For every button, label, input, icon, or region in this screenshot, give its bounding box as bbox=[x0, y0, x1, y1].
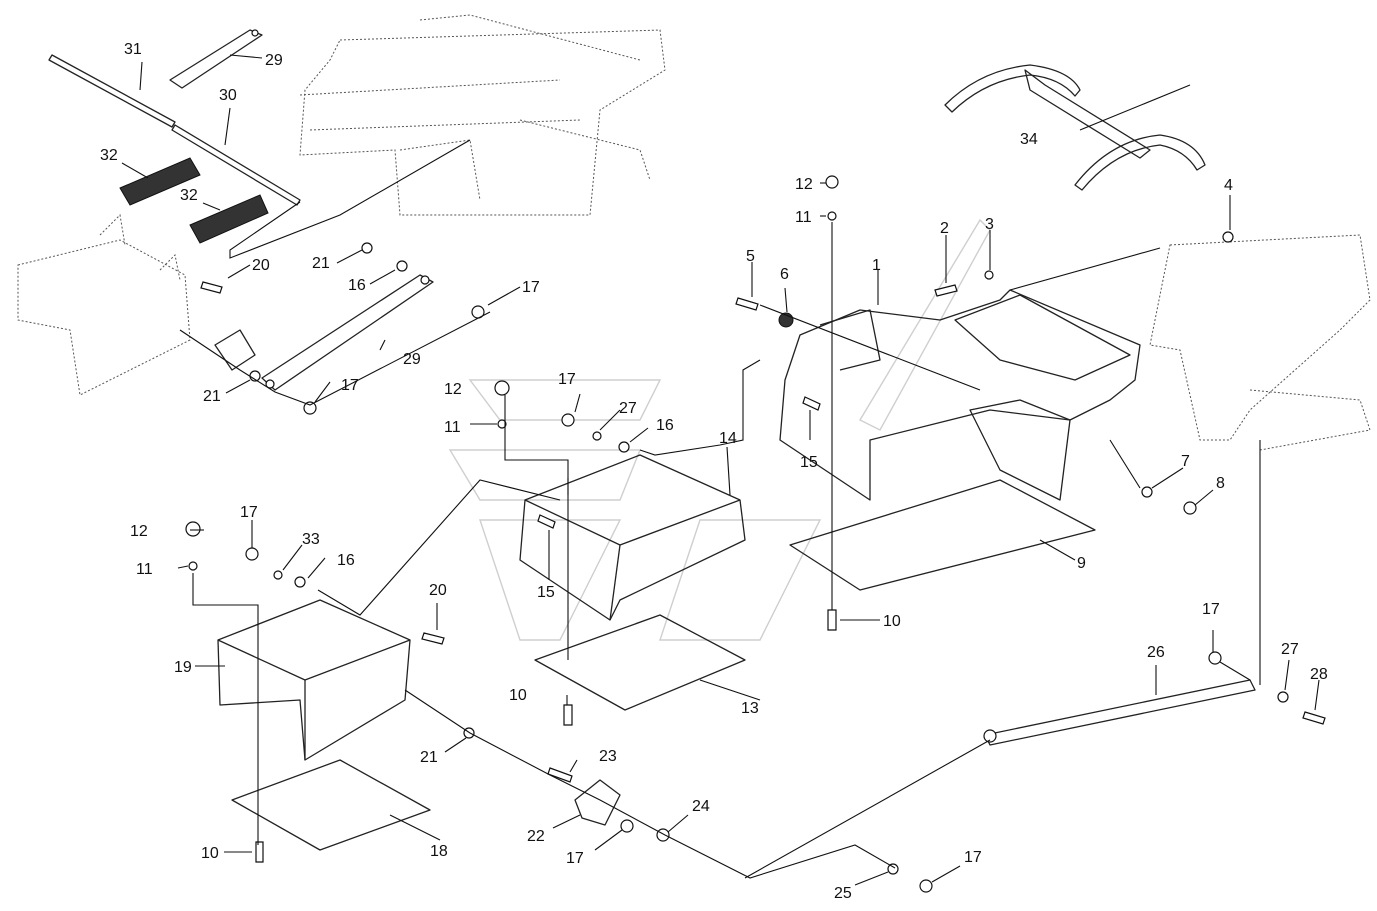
callout-29-bottom: 29 bbox=[403, 351, 421, 368]
callout-23: 23 bbox=[599, 748, 617, 765]
callout-17-top: 17 bbox=[522, 279, 540, 296]
plate-13 bbox=[534, 614, 746, 711]
rod-30 bbox=[171, 124, 301, 206]
callout-33: 33 bbox=[302, 531, 320, 548]
callout-11-left: 11 bbox=[136, 561, 153, 578]
callout-6: 6 bbox=[780, 266, 789, 283]
callout-11-middle: 11 bbox=[444, 419, 461, 436]
callout-10-left: 10 bbox=[201, 845, 219, 862]
strap-29-top bbox=[169, 29, 263, 89]
callout-34: 34 bbox=[1020, 131, 1038, 148]
callout-labels: 1 2 3 4 5 6 7 8 9 10 10 10 11 11 11 12 1… bbox=[100, 41, 1328, 902]
callout-17-right: 17 bbox=[1202, 601, 1220, 618]
callout-10-right: 10 bbox=[883, 613, 901, 630]
bracket-22 bbox=[574, 779, 621, 826]
callout-14: 14 bbox=[719, 430, 737, 447]
callout-17-bottom: 17 bbox=[566, 850, 584, 867]
callout-27-right: 27 bbox=[1281, 641, 1299, 658]
rod-31 bbox=[48, 54, 176, 128]
callout-32-top: 32 bbox=[100, 147, 118, 164]
callout-7: 7 bbox=[1181, 453, 1190, 470]
cover-14 bbox=[519, 454, 746, 621]
callout-3: 3 bbox=[985, 216, 994, 233]
callout-20-top: 20 bbox=[252, 257, 270, 274]
callout-17-bottom-right: 17 bbox=[964, 849, 982, 866]
callout-21-left: 21 bbox=[203, 388, 221, 405]
plate-9 bbox=[789, 479, 1096, 591]
callout-9: 9 bbox=[1077, 555, 1086, 572]
spring-32a bbox=[119, 157, 201, 206]
callout-32-bottom: 32 bbox=[180, 187, 198, 204]
ghost-frame-right bbox=[1149, 234, 1371, 451]
callout-21-bottom: 21 bbox=[420, 749, 438, 766]
callout-29-top: 29 bbox=[265, 52, 283, 69]
callout-16-middle: 16 bbox=[656, 417, 674, 434]
callout-10-middle: 10 bbox=[509, 687, 527, 704]
callout-22: 22 bbox=[527, 828, 545, 845]
plate-18 bbox=[231, 759, 431, 851]
callout-17-middle: 17 bbox=[558, 371, 576, 388]
handle-34 bbox=[944, 64, 1206, 191]
callout-18: 18 bbox=[430, 843, 448, 860]
callout-15-left: 15 bbox=[537, 584, 555, 601]
callout-25: 25 bbox=[834, 885, 852, 902]
callout-24: 24 bbox=[692, 798, 710, 815]
callout-1: 1 bbox=[872, 257, 881, 274]
callout-17-left: 17 bbox=[240, 504, 258, 521]
callout-12-middle: 12 bbox=[444, 381, 462, 398]
callout-30: 30 bbox=[219, 87, 237, 104]
callout-12-left: 12 bbox=[130, 523, 148, 540]
spring-32b bbox=[189, 194, 269, 244]
callout-31: 31 bbox=[124, 41, 142, 58]
callout-16-top: 16 bbox=[348, 277, 366, 294]
callout-21-top: 21 bbox=[312, 255, 330, 272]
rod-26 bbox=[983, 679, 1256, 746]
hardware bbox=[185, 175, 1326, 893]
ghost-frame-top bbox=[299, 14, 666, 216]
callout-4: 4 bbox=[1224, 177, 1233, 194]
callout-8: 8 bbox=[1216, 475, 1225, 492]
callout-27-middle: 27 bbox=[619, 400, 637, 417]
callout-17-upper-left: 17 bbox=[341, 377, 359, 394]
callout-5: 5 bbox=[746, 248, 755, 265]
callout-15-right: 15 bbox=[800, 454, 818, 471]
leader-lines bbox=[121, 54, 1320, 886]
callout-16-left: 16 bbox=[337, 552, 355, 569]
callout-13: 13 bbox=[741, 700, 759, 717]
callout-11-right: 11 bbox=[795, 209, 812, 226]
callout-19: 19 bbox=[174, 659, 192, 676]
callout-12-right: 12 bbox=[795, 176, 813, 193]
callout-28: 28 bbox=[1310, 666, 1328, 683]
bracket-left bbox=[214, 329, 256, 371]
callout-2: 2 bbox=[940, 220, 949, 237]
callout-26: 26 bbox=[1147, 644, 1165, 661]
cover-19 bbox=[217, 599, 411, 761]
ghost-frame-left bbox=[17, 213, 191, 396]
callout-20-bottom: 20 bbox=[429, 582, 447, 599]
bracket-1 bbox=[779, 289, 1141, 501]
strap-29-lower bbox=[261, 274, 434, 391]
